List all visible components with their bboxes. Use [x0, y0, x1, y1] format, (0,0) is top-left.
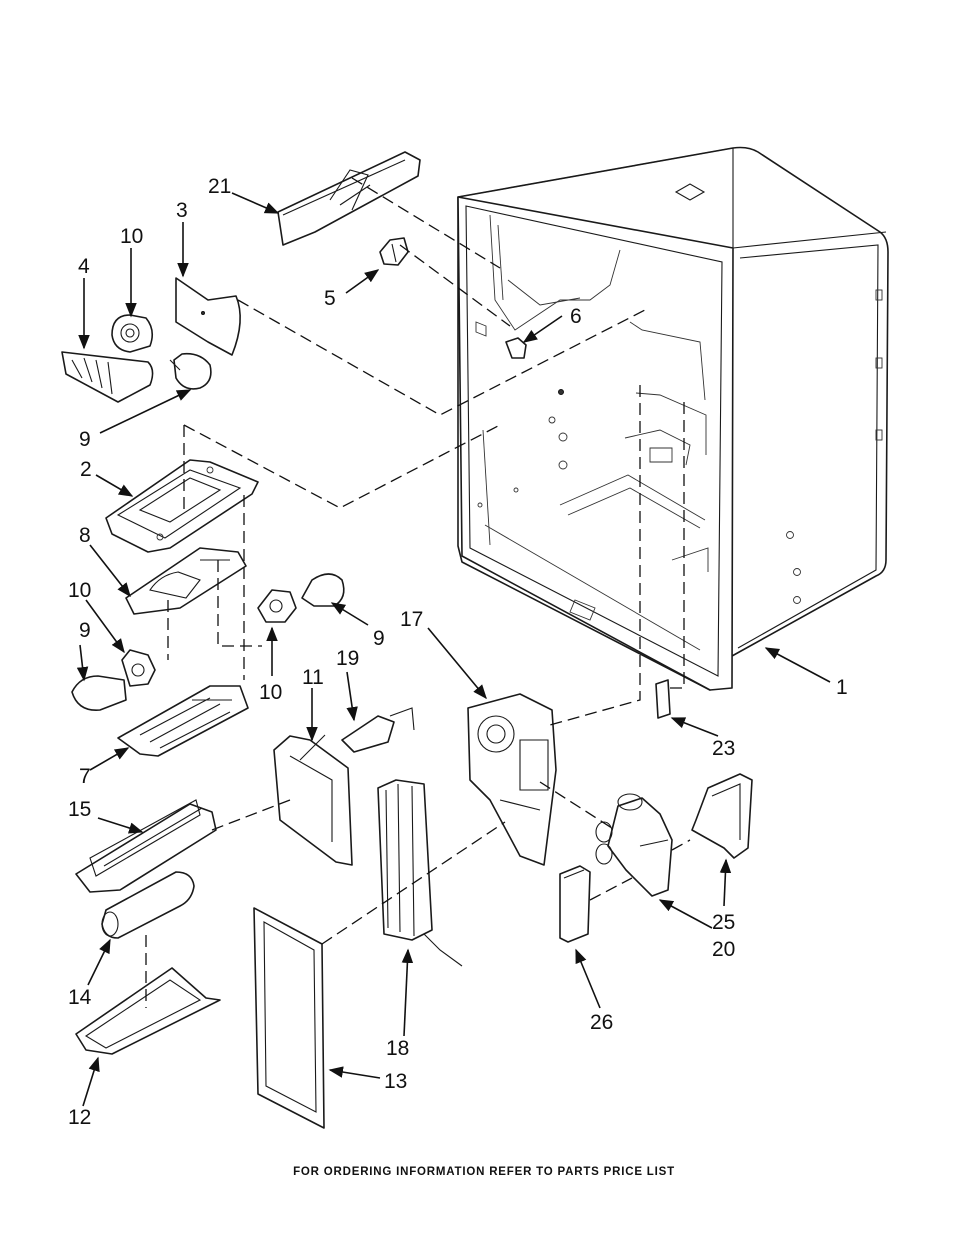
callout-12: 12 — [68, 1106, 91, 1129]
callout-2: 2 — [80, 458, 92, 481]
part-20-valve — [595, 793, 673, 897]
part-9-bulb-right — [301, 573, 345, 607]
callout-14: 14 — [68, 986, 92, 1009]
part-10-socket-right — [257, 589, 297, 623]
callout-labels: 21 3 10 4 5 6 9 2 8 10 9 9 17 19 11 10 1… — [68, 175, 848, 1129]
part-12-tray — [75, 967, 221, 1055]
part-10-socket-top — [111, 314, 154, 353]
callout-7: 7 — [79, 765, 91, 788]
part-5-knob — [379, 237, 409, 266]
callout-11: 11 — [302, 666, 324, 689]
part-13-panel — [253, 907, 325, 1129]
callout-17: 17 — [400, 608, 423, 631]
part-8-lens — [125, 547, 247, 615]
part-10-socket-left — [121, 649, 156, 687]
callout-10-top: 10 — [120, 225, 143, 248]
callout-19: 19 — [336, 647, 359, 670]
callout-15: 15 — [68, 798, 91, 821]
callout-9-right: 9 — [373, 627, 385, 650]
part-26-cover — [559, 865, 591, 943]
part-23-switch — [655, 679, 671, 719]
part-9-bulb-top — [169, 352, 212, 390]
callout-5: 5 — [324, 287, 336, 310]
part-21-bezel — [277, 151, 421, 246]
callout-21: 21 — [208, 175, 231, 198]
part-2-housing — [105, 459, 259, 553]
callout-9-left: 9 — [79, 619, 91, 642]
callout-8: 8 — [79, 524, 91, 547]
callout-3: 3 — [176, 199, 188, 222]
callout-23: 23 — [712, 737, 735, 760]
part-18-tube-assembly — [377, 779, 463, 967]
callout-18: 18 — [386, 1037, 409, 1060]
callout-4: 4 — [78, 255, 90, 278]
callout-9-top: 9 — [79, 428, 91, 451]
part-6-clip — [505, 337, 527, 359]
part-15-filter-housing — [75, 799, 217, 893]
callout-6: 6 — [570, 305, 582, 328]
callout-10-right: 10 — [259, 681, 282, 704]
callout-26: 26 — [590, 1011, 613, 1034]
leader-lines — [76, 192, 831, 1107]
part-14-filter — [101, 871, 195, 939]
callout-25: 25 — [712, 911, 735, 934]
part-19-heater — [341, 707, 415, 753]
part-3-label — [175, 277, 241, 356]
callout-20: 20 — [712, 938, 735, 961]
assembly-lines — [145, 177, 691, 1008]
liner-part-1 — [457, 146, 889, 691]
part-7-cover — [117, 685, 249, 757]
callout-1: 1 — [836, 676, 848, 699]
part-4-cover — [61, 351, 154, 403]
callout-10-left: 10 — [68, 579, 91, 602]
part-9-bulb-left — [71, 675, 127, 711]
footer-note: FOR ORDERING INFORMATION REFER TO PARTS … — [293, 1166, 675, 1178]
callout-13: 13 — [384, 1070, 407, 1093]
part-11-bracket — [273, 734, 353, 866]
part-17-dispenser-module — [467, 693, 557, 866]
part-25-bracket — [691, 773, 753, 859]
